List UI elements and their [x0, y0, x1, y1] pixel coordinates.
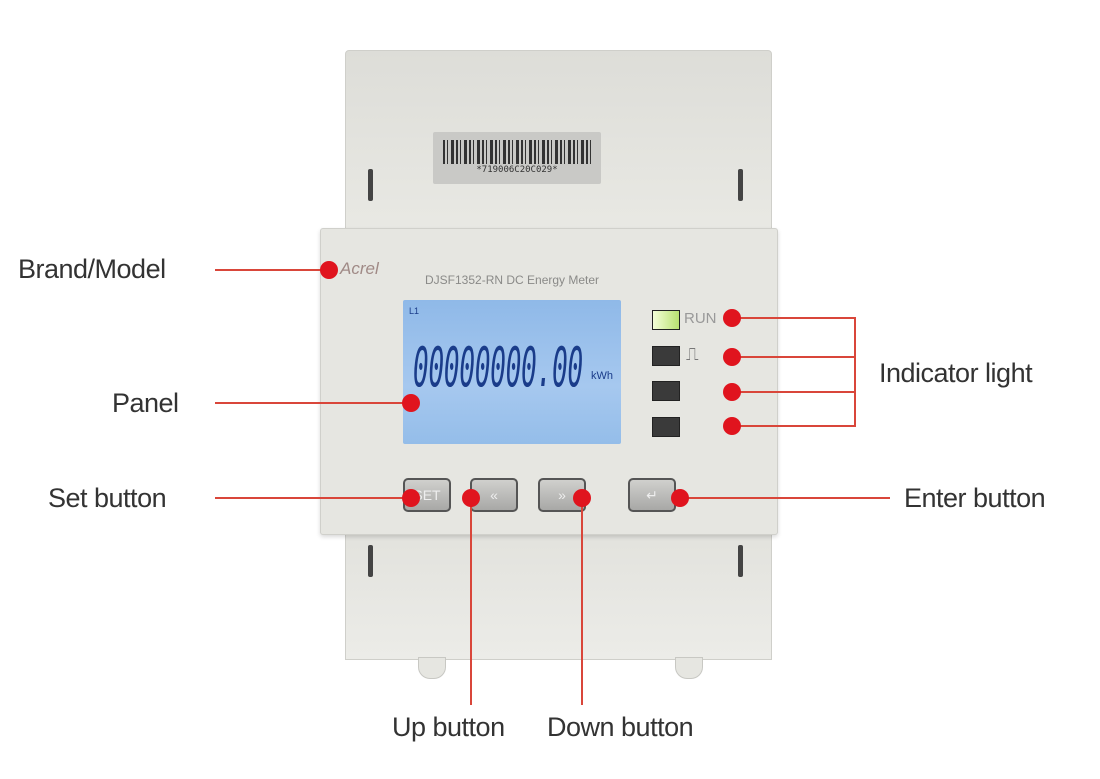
- lcd-reading: 00000000.00: [413, 337, 583, 401]
- up-button-label: Up button: [392, 712, 505, 742]
- lcd-unit: kWh: [591, 370, 613, 382]
- housing-slot: [738, 169, 743, 201]
- housing-slot: [368, 545, 373, 577]
- callout-dot: [402, 394, 420, 412]
- callout-line: [854, 317, 856, 427]
- down-button-label: Down button: [547, 712, 694, 742]
- set-button-label: Set button: [48, 483, 167, 513]
- pulse-icon: ⎍: [686, 344, 699, 364]
- callout-dot: [723, 348, 741, 366]
- callout-line: [215, 269, 328, 271]
- callout-dot: [402, 489, 420, 507]
- callout-line: [680, 497, 890, 499]
- lcd-panel: L1 00000000.00 kWh: [403, 300, 621, 444]
- run-led: [652, 310, 680, 330]
- callout-line: [732, 356, 855, 358]
- run-label: RUN: [684, 310, 717, 327]
- callout-dot: [723, 309, 741, 327]
- callout-line: [470, 498, 472, 705]
- callout-line: [732, 425, 855, 427]
- lcd-phase-indicator: L1: [409, 306, 420, 316]
- enter-button-label: Enter button: [904, 483, 1046, 513]
- barcode-bars: [443, 140, 591, 164]
- callout-line: [581, 498, 583, 705]
- callout-dot: [671, 489, 689, 507]
- barcode-label: *719006C20C029*: [433, 132, 601, 184]
- housing-slot: [738, 545, 743, 577]
- brand-logo: Acrel: [340, 259, 379, 278]
- barcode-text: *719006C20C029*: [476, 165, 558, 175]
- enter-button[interactable]: ↵: [628, 478, 676, 512]
- callout-dot: [723, 383, 741, 401]
- mounting-foot: [418, 657, 446, 679]
- callout-line: [215, 497, 410, 499]
- panel-label: Panel: [112, 388, 179, 418]
- indicator-led: [652, 417, 680, 437]
- meter-bottom-housing: [345, 530, 772, 660]
- brand-model-label: Brand/Model: [18, 254, 166, 284]
- callout-dot: [320, 261, 338, 279]
- callout-line: [732, 317, 855, 319]
- housing-slot: [368, 169, 373, 201]
- pulse-led: [652, 346, 680, 366]
- callout-dot: [462, 489, 480, 507]
- callout-dot: [573, 489, 591, 507]
- callout-dot: [723, 417, 741, 435]
- indicator-light-label: Indicator light: [879, 358, 1033, 388]
- mounting-foot: [675, 657, 703, 679]
- callout-line: [732, 391, 855, 393]
- model-name: DJSF1352-RN DC Energy Meter: [425, 273, 600, 287]
- indicator-led: [652, 381, 680, 401]
- callout-line: [215, 402, 410, 404]
